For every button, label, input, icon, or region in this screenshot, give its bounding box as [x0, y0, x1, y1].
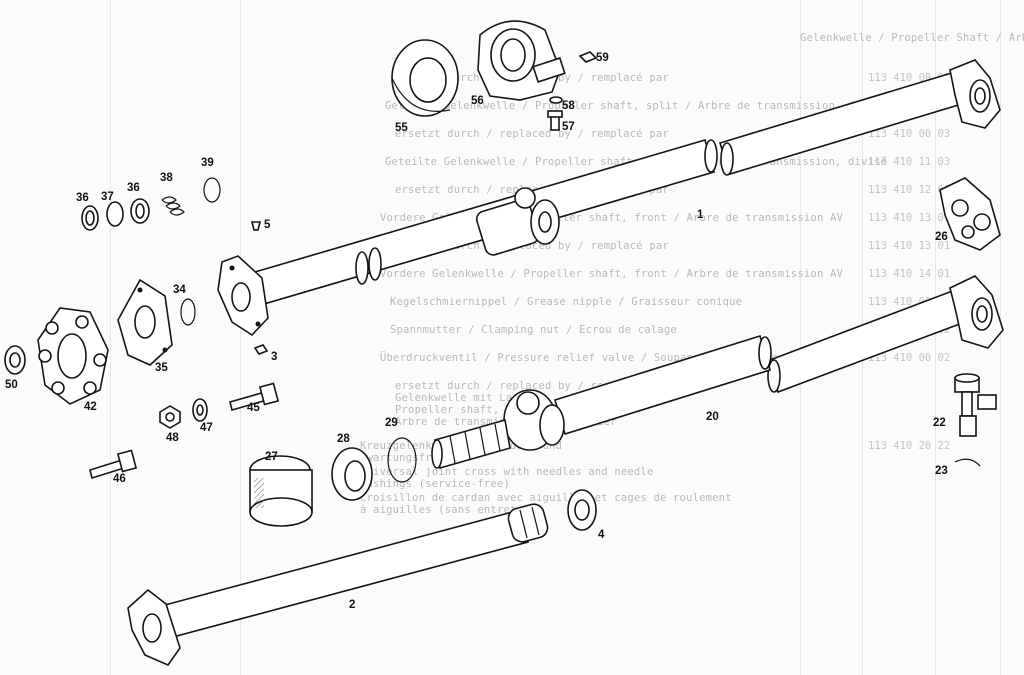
callout-29: 29: [385, 417, 398, 429]
ball-bearing-28: [331, 447, 373, 501]
table-rule: [1000, 0, 1001, 675]
propeller-shaft-front: [127, 503, 549, 666]
bleed-row: Kegelschmiernippel / Grease nipple / Gra…: [390, 296, 743, 308]
callout-26: 26: [935, 231, 948, 243]
callout-42: 42: [84, 401, 97, 413]
circlip-29: [387, 437, 417, 483]
callout-22: 22: [933, 417, 946, 429]
bleed-part-number: 113 410 13 01: [868, 212, 951, 224]
callout-56: 56: [471, 95, 484, 107]
callout-34: 34: [173, 284, 186, 296]
bleed-title: Gelenkwelle / Propeller Shaft / Arbre de…: [800, 32, 1024, 44]
callout-46: 46: [113, 473, 126, 485]
retaining-ring-34: [180, 298, 196, 326]
callout-55: 55: [395, 122, 408, 134]
bleed-row: Spannmutter / Clamping nut / Ecrou de ca…: [390, 324, 677, 336]
callout-2: 2: [349, 599, 356, 611]
callout-5: 5: [264, 219, 271, 231]
washer-47: [192, 398, 208, 422]
callout-23: 23: [935, 465, 948, 477]
callout-39: 39: [201, 157, 214, 169]
callout-36-right: 36: [127, 182, 140, 194]
table-rule: [800, 0, 801, 675]
bleed-row: à aiguilles (sans entretien): [360, 504, 543, 516]
bleed-part-number: 113 410 14 01: [868, 268, 951, 280]
callout-45: 45: [247, 402, 260, 414]
callout-48: 48: [166, 432, 179, 444]
bleed-row: (wartungsfrei): [360, 452, 452, 464]
table-rule: [935, 0, 936, 675]
bleed-row: Vordere Gelenkwelle / Propeller shaft, f…: [380, 268, 844, 280]
table-rule: [240, 0, 241, 675]
callout-3: 3: [271, 351, 278, 363]
bleed-part-number: 113 410 11 03: [868, 156, 951, 168]
bleed-part-number: 113 410 13 01: [868, 240, 951, 252]
callout-59: 59: [596, 52, 609, 64]
propeller-shaft-split-lower: [431, 275, 1004, 470]
nut-48: [159, 405, 181, 429]
callout-50: 50: [5, 379, 18, 391]
bleed-row: ersetzt durch / replaced by / remplacé p…: [395, 128, 669, 140]
callout-20: 20: [706, 411, 719, 423]
bleed-row: Universal joint cross with needles and n…: [360, 466, 654, 478]
callout-37: 37: [101, 191, 114, 203]
callout-36-left: 36: [76, 192, 89, 204]
center-bearing-assembly: [391, 20, 598, 131]
rubber-bearing-27: [249, 455, 313, 527]
nut-50: [4, 345, 26, 375]
clamping-nut-4: [567, 489, 597, 531]
callout-57: 57: [562, 121, 575, 133]
snap-ring-23: [954, 458, 981, 467]
flange-26: [939, 177, 1001, 251]
callout-47: 47: [200, 422, 213, 434]
seal-and-spring-set: [81, 177, 221, 231]
bleed-row: Croisillon de cardan avec aiguilles et c…: [360, 492, 732, 504]
bleed-part-number: 113 410 00 03: [868, 128, 951, 140]
bleed-row: Geteilte Gelenkwelle / Propeller shaft, …: [385, 100, 888, 112]
callout-58: 58: [562, 100, 575, 112]
universal-joint-cross: [954, 373, 997, 437]
callout-27: 27: [265, 451, 278, 463]
callout-28: 28: [337, 433, 350, 445]
companion-flange: [117, 278, 173, 366]
table-rule: [110, 0, 111, 675]
callout-38: 38: [160, 172, 173, 184]
pressure-relief-valve: [253, 344, 269, 355]
grease-nipple: [250, 221, 262, 231]
bleed-part-number: 113 410 12 01: [868, 184, 951, 196]
bleed-part-number: 113 410 20 22: [868, 440, 951, 452]
bleed-part-number: 113 410 00 02: [868, 352, 951, 364]
propeller-shaft-split-upper: [217, 59, 1001, 337]
bolt-45: [229, 382, 280, 411]
callout-4: 4: [598, 529, 605, 541]
callout-1: 1: [697, 209, 704, 221]
callout-35: 35: [155, 362, 168, 374]
bleed-row: Gelenkwelle mit Lager: [395, 392, 532, 404]
flexible-coupling-disc: [37, 307, 109, 405]
bolt-46: [89, 449, 138, 480]
